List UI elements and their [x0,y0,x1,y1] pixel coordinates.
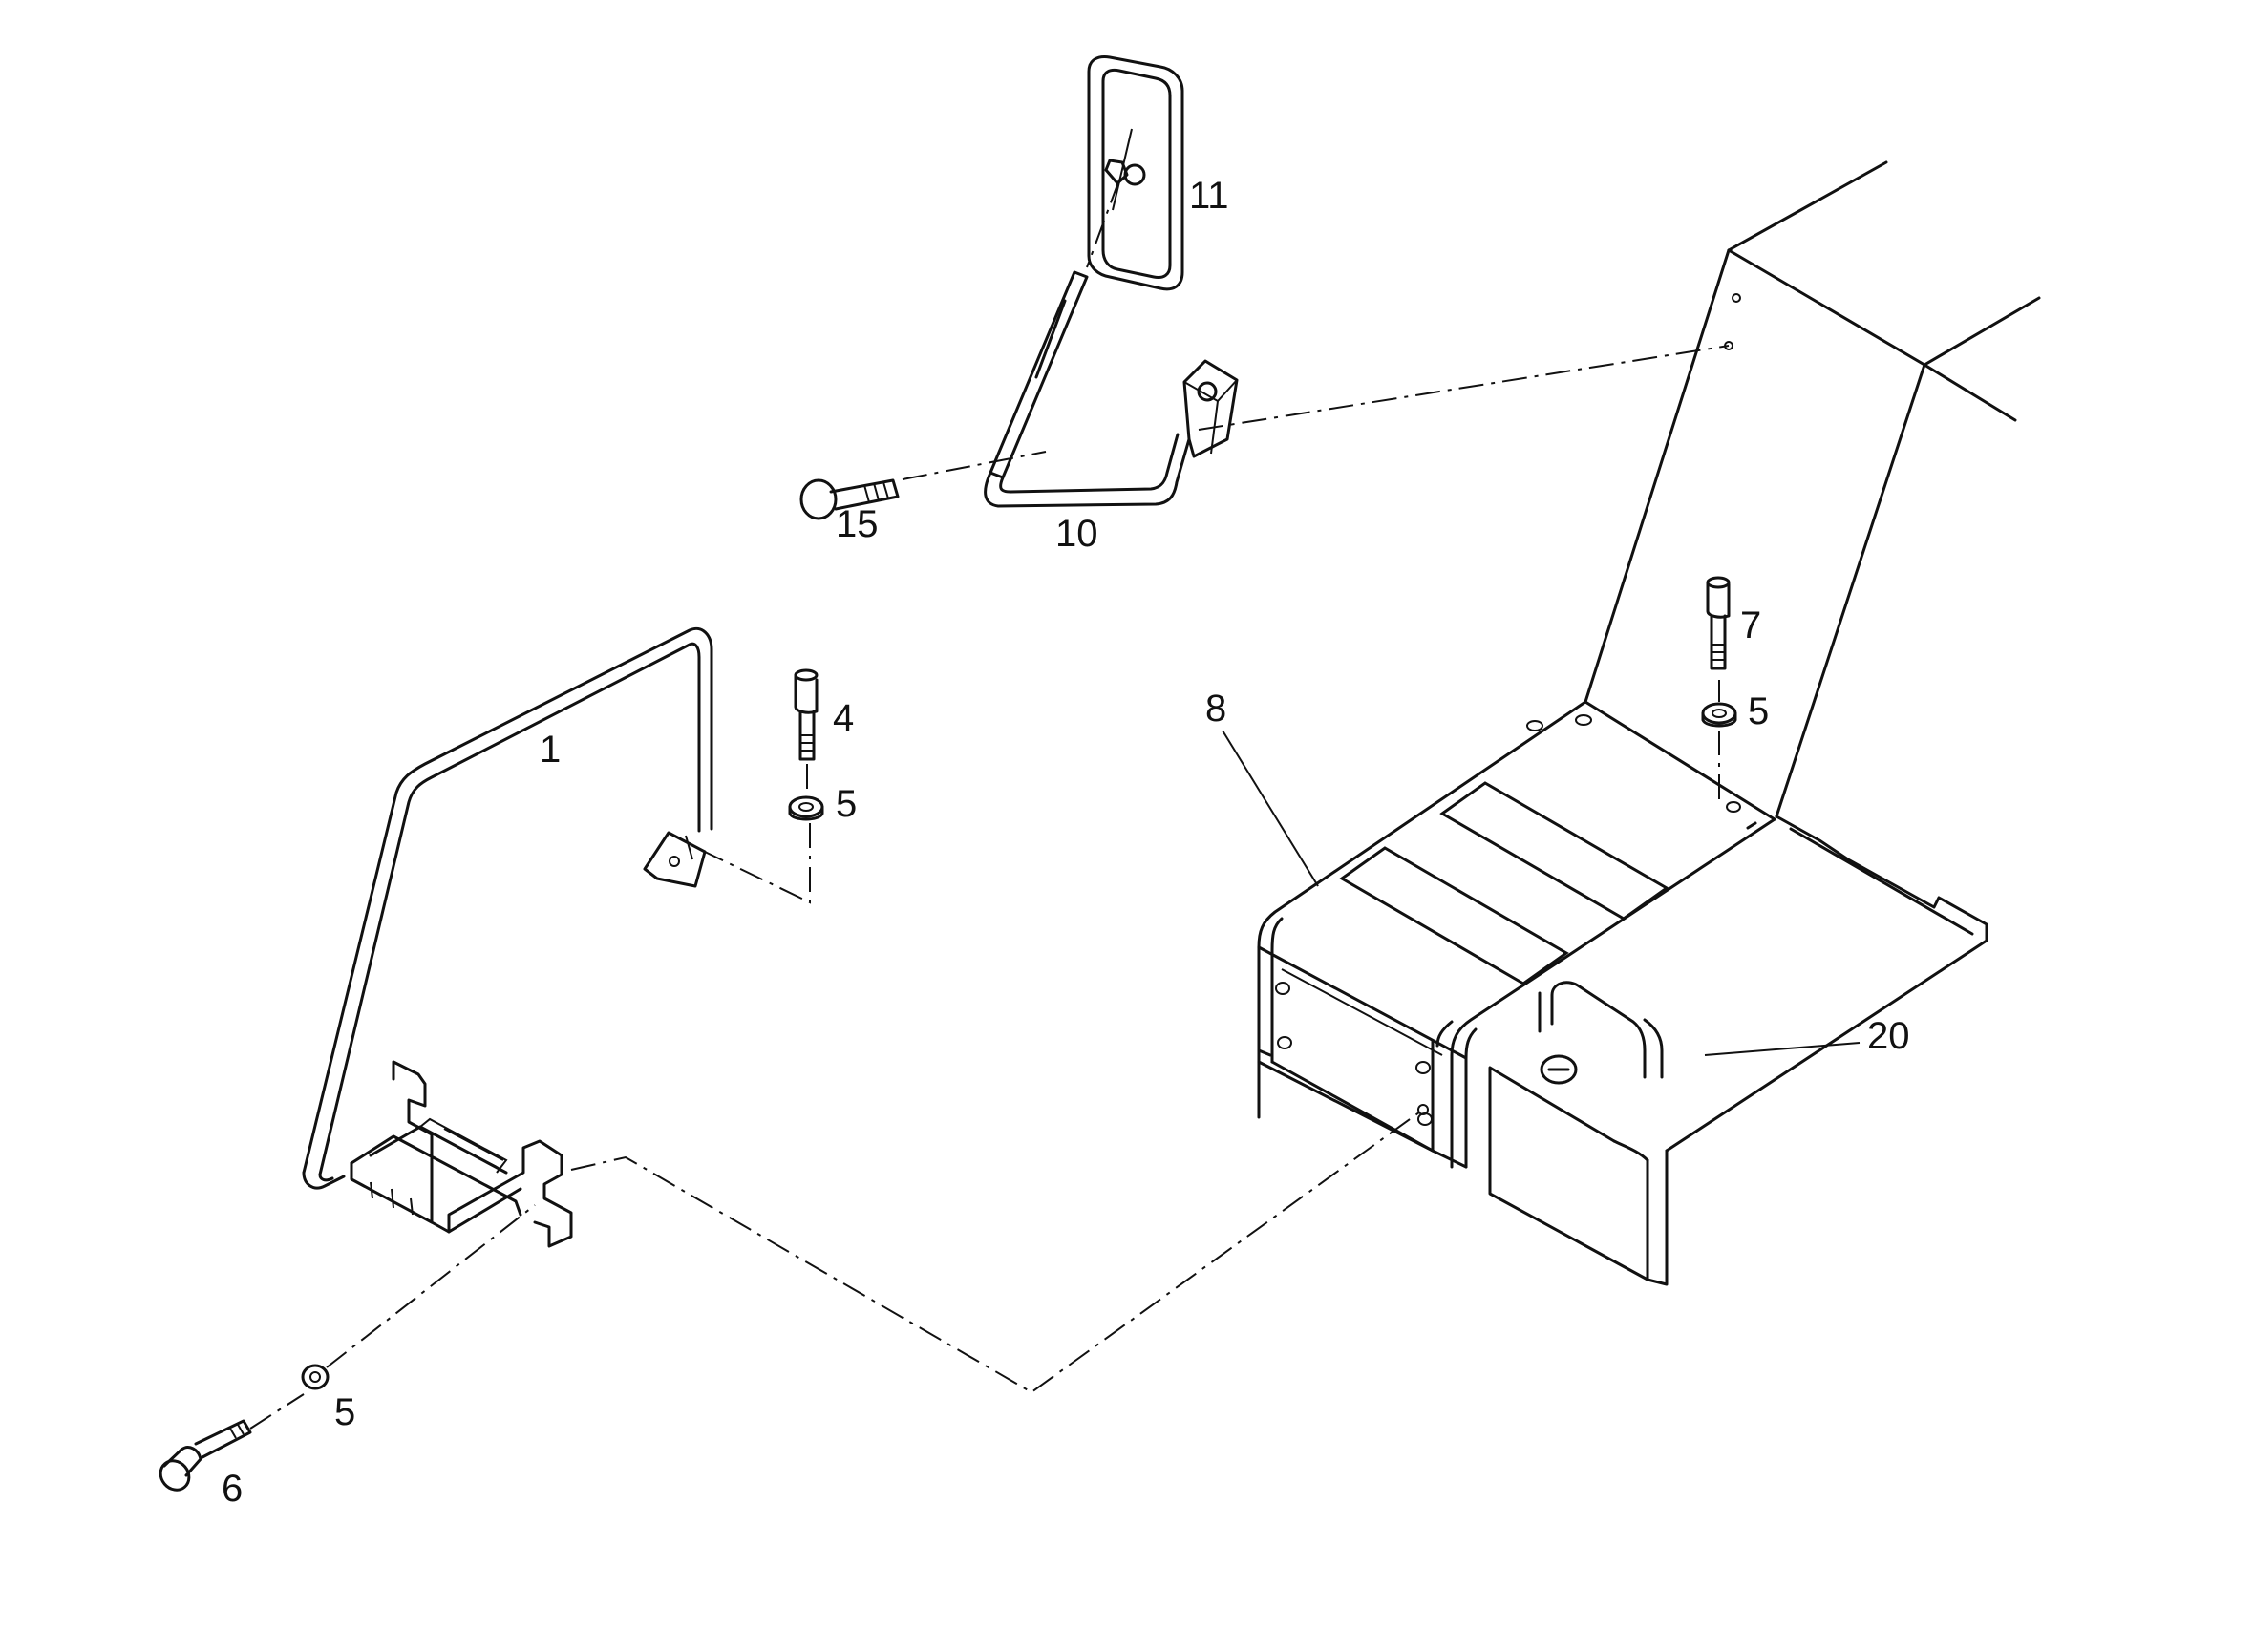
cab-body-frame [1584,160,2041,830]
floor-plate-20 [1488,815,1988,1286]
washer-5-right [1701,702,1737,728]
bolt-6 [159,1419,252,1492]
label-part-5-right: 5 [1748,690,1769,732]
floor-handle [1538,981,1664,1085]
mounting-bracket [350,1060,573,1248]
mirror-11 [1087,55,1184,291]
label-part-6: 6 [222,1468,243,1510]
leader-lines [1222,730,1861,1056]
console-box-8 [1257,700,1776,1169]
bolt-15 [799,478,900,520]
bolt-7 [1706,576,1731,670]
label-part-4: 4 [833,697,854,739]
washer-5-lower [301,1364,330,1390]
label-part-10: 10 [1055,513,1098,555]
assembly-lines [249,179,1730,1430]
mirror-arm-10 [984,270,1239,508]
label-part-5-lower: 5 [334,1391,355,1433]
washer-5-upper [788,795,824,821]
label-part-8: 8 [1205,688,1226,730]
handrail-frame-1 [302,626,713,1190]
label-part-20: 20 [1867,1015,1910,1057]
label-part-7: 7 [1740,604,1761,646]
bolt-4 [794,668,819,761]
label-part-5-upper: 5 [836,783,857,825]
label-part-15: 15 [836,503,879,545]
cab-holes [1417,293,1741,1115]
label-part-11: 11 [1189,175,1229,217]
label-part-1: 1 [540,729,561,771]
